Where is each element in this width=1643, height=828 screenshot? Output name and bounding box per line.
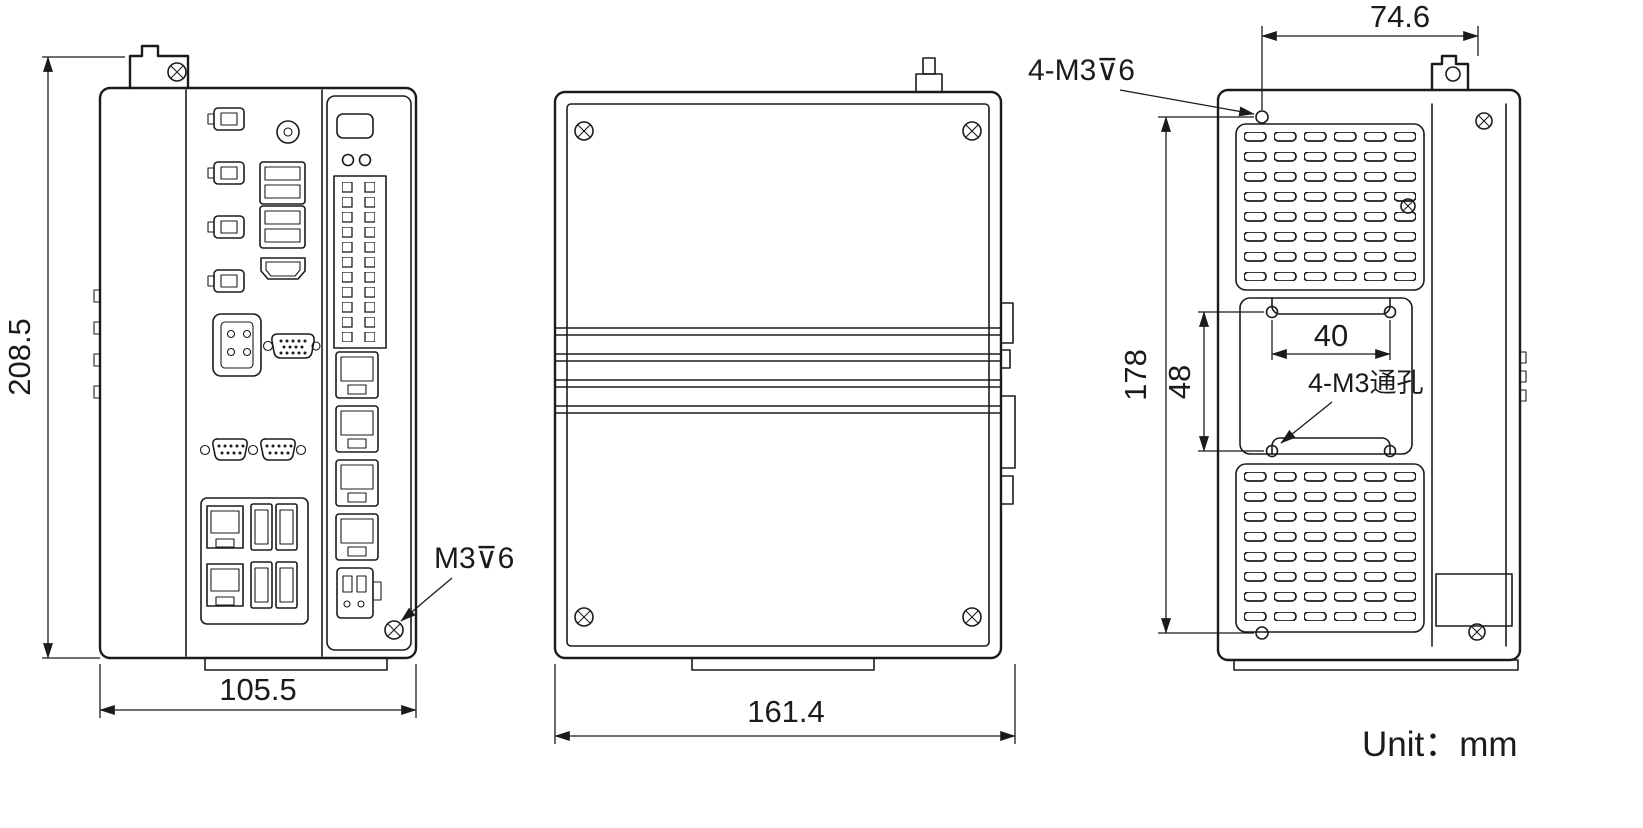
plate-hole-bl: [1265, 444, 1279, 458]
ethernet-port-1: [206, 505, 244, 549]
rear-screw-hole-top: [1255, 110, 1269, 124]
dim-rear-height: 178: [1118, 116, 1254, 634]
dim-front-width: 105.5: [99, 664, 417, 718]
label-rear-screw-text: 4-M3⊽6: [1028, 54, 1135, 87]
dim-front-height: 208.5: [2, 56, 125, 659]
usb-port-block-1: [259, 161, 306, 205]
dim-rear-height-text: 178: [1118, 349, 1153, 401]
dim-plate-h-text: 40: [1314, 318, 1348, 353]
serial-port-1: [199, 438, 259, 461]
corner-screw-tl: [574, 121, 594, 141]
terminal-block: [333, 175, 387, 349]
din-clip-rear: [1430, 54, 1470, 92]
plate-hole-tr: [1383, 305, 1397, 319]
dim-plate-v-text: 48: [1162, 365, 1197, 399]
usb-port-5: [250, 561, 273, 609]
corner-screw-tr: [962, 121, 982, 141]
io-column-panel: [326, 95, 412, 651]
bracket-screw-top: [1475, 112, 1493, 130]
vga-port: [262, 333, 321, 359]
label-front-screw-text: M3⊽6: [434, 542, 514, 575]
chassis-screw-front: [384, 620, 404, 640]
dim-side-width-text: 161.4: [747, 694, 825, 729]
dim-plate-vertical: 48: [1162, 311, 1264, 452]
rear-label-plate: [1435, 573, 1513, 627]
dim-front-width-text: 105.5: [219, 672, 297, 707]
label-front-screw: M3⊽6: [400, 542, 514, 622]
io-port-2: [207, 161, 245, 185]
io-port-4: [207, 269, 245, 293]
label-rear-screw: 4-M3⊽6: [1028, 54, 1255, 117]
plate-hole-br: [1383, 444, 1397, 458]
usb-port-6: [275, 561, 298, 609]
dim-rear-top-text: 74.6: [1370, 0, 1430, 34]
dim-rear-top-span: 74.6: [1261, 0, 1479, 110]
lan-port-4: [335, 513, 379, 561]
chassis-side-fins: [93, 289, 101, 399]
dim-side-width: 161.4: [554, 664, 1016, 744]
lan-port-2: [335, 405, 379, 453]
front-view: [93, 44, 418, 671]
lan-usb-block: [200, 497, 309, 625]
din-clip-top: [128, 44, 190, 90]
side-view: [553, 57, 1016, 671]
io-port-3: [207, 215, 245, 239]
rear-view: [1216, 54, 1527, 671]
lan-port-3: [335, 459, 379, 507]
vent-grille-top: [1235, 123, 1425, 291]
rear-edge-fins: [1519, 351, 1527, 402]
bracket-screw-bottom: [1468, 623, 1486, 641]
unit-label: Unit：mm: [1362, 725, 1518, 764]
dim-front-height-text: 208.5: [2, 318, 37, 396]
bottom-foot-rear: [1233, 659, 1519, 671]
serial-port-2: [260, 438, 307, 461]
label-through-hole: 4-M3通孔: [1280, 368, 1424, 444]
rear-screw-hole-bottom: [1255, 626, 1269, 640]
usb-port-block-2: [259, 205, 306, 249]
lan-port-1: [335, 351, 379, 399]
ethernet-port-2: [206, 563, 244, 607]
bottom-foot: [204, 657, 388, 671]
usb-port-4: [275, 503, 298, 551]
bottom-foot-side: [691, 657, 875, 671]
label-through-hole-text: 4-M3通孔: [1308, 368, 1424, 398]
power-din-connector: [212, 313, 262, 377]
top-clip-tab: [915, 57, 943, 93]
corner-screw-bl: [574, 607, 594, 627]
cover-grooves: [555, 327, 1001, 414]
power-terminal: [336, 567, 382, 619]
vent-grille-bottom: [1235, 463, 1425, 633]
vent-screw: [1400, 198, 1416, 214]
dim-plate-horizontal: 40: [1271, 318, 1391, 360]
side-edge-connectors: [1000, 302, 1016, 505]
mounting-plate: [1239, 297, 1413, 458]
plate-hole-tl: [1265, 305, 1279, 319]
hdmi-port: [260, 257, 306, 280]
reset-button: [336, 113, 374, 139]
io-port-1: [207, 107, 245, 131]
corner-screw-br: [962, 607, 982, 627]
power-button: [276, 120, 300, 144]
usb-port-3: [250, 503, 273, 551]
status-leds: [341, 153, 372, 167]
